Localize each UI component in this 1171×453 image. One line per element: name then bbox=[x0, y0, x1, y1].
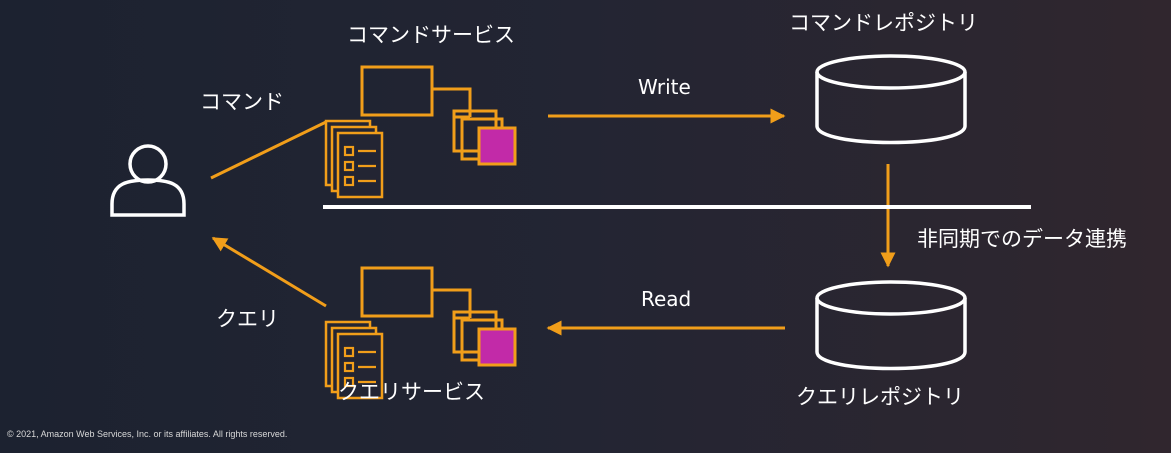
user-icon bbox=[110, 144, 186, 217]
query-service-label: クエリサービス bbox=[338, 380, 485, 404]
query-arrow bbox=[211, 236, 327, 308]
command-line bbox=[210, 120, 327, 180]
copyright-text: © 2021, Amazon Web Services, Inc. or its… bbox=[7, 429, 287, 439]
read-label: Read bbox=[641, 287, 691, 311]
command-repository-label: コマンドレポジトリ bbox=[789, 11, 978, 35]
query-repository-label: クエリレポジトリ bbox=[796, 385, 964, 409]
query-service-icon bbox=[324, 266, 517, 400]
command-repository-icon bbox=[815, 54, 967, 145]
query-label: クエリ bbox=[216, 307, 279, 331]
write-label: Write bbox=[638, 75, 691, 99]
query-repository-icon bbox=[815, 280, 967, 371]
command-label: コマンド bbox=[200, 90, 284, 114]
command-service-label: コマンドサービス bbox=[347, 23, 515, 47]
async-sync-label: 非同期でのデータ連携 bbox=[917, 227, 1127, 251]
command-service-icon bbox=[324, 65, 517, 199]
